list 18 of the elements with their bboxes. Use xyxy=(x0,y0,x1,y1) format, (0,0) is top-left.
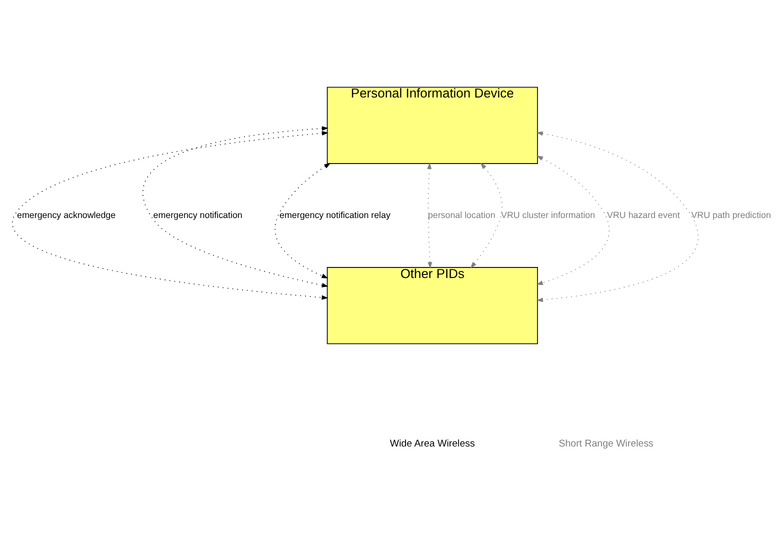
edge-label: emergency acknowledge xyxy=(17,209,116,220)
legend-label: Wide Area Wireless xyxy=(390,438,475,449)
edge-label: VRU cluster information xyxy=(501,209,596,220)
arrow xyxy=(470,162,502,268)
edge-label: VRU hazard event xyxy=(607,209,680,220)
arrow xyxy=(427,162,432,268)
node-box: Personal Information Device xyxy=(326,86,538,164)
edge-label: emergency notification xyxy=(153,209,242,220)
arrow xyxy=(142,126,328,287)
legend-label: Short Range Wireless xyxy=(558,438,654,449)
edge-label: VRU path prediction xyxy=(691,209,771,220)
arrow xyxy=(536,130,699,302)
node-box: Other PIDs xyxy=(326,266,538,344)
edge-label: emergency notification relay xyxy=(280,209,390,220)
arrow xyxy=(274,162,331,278)
arrow xyxy=(12,130,328,300)
edge-label: personal location xyxy=(428,209,496,220)
arrow xyxy=(536,155,610,285)
